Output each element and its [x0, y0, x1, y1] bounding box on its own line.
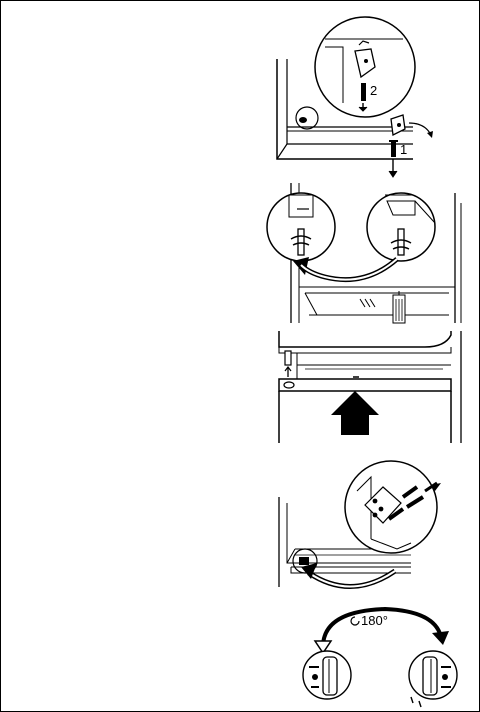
hinge-pin-icon [298, 229, 304, 255]
lift-up-arrow-icon [331, 391, 379, 435]
rotate-icon [351, 617, 359, 625]
hinge-pin-icon [285, 351, 291, 365]
hinge-pin-icon [398, 229, 404, 255]
handle-icon [423, 657, 437, 695]
detail-marker-circle [296, 107, 318, 129]
figure-bottom-hinge [271, 457, 471, 601]
door-top-edge [279, 379, 451, 391]
step-number-2: 2 [370, 83, 377, 98]
figure-remove-top-hinge: 2 1 [263, 19, 473, 189]
figure-lift-door [275, 331, 471, 443]
step-number-1: 1 [400, 142, 407, 157]
rotation-label: 180° [361, 613, 388, 628]
figure-rotate-handles: 180° [301, 603, 471, 711]
figure-swap-hinge-pins [265, 183, 471, 325]
left-blank-area [1, 1, 251, 711]
handle-icon [323, 657, 337, 695]
